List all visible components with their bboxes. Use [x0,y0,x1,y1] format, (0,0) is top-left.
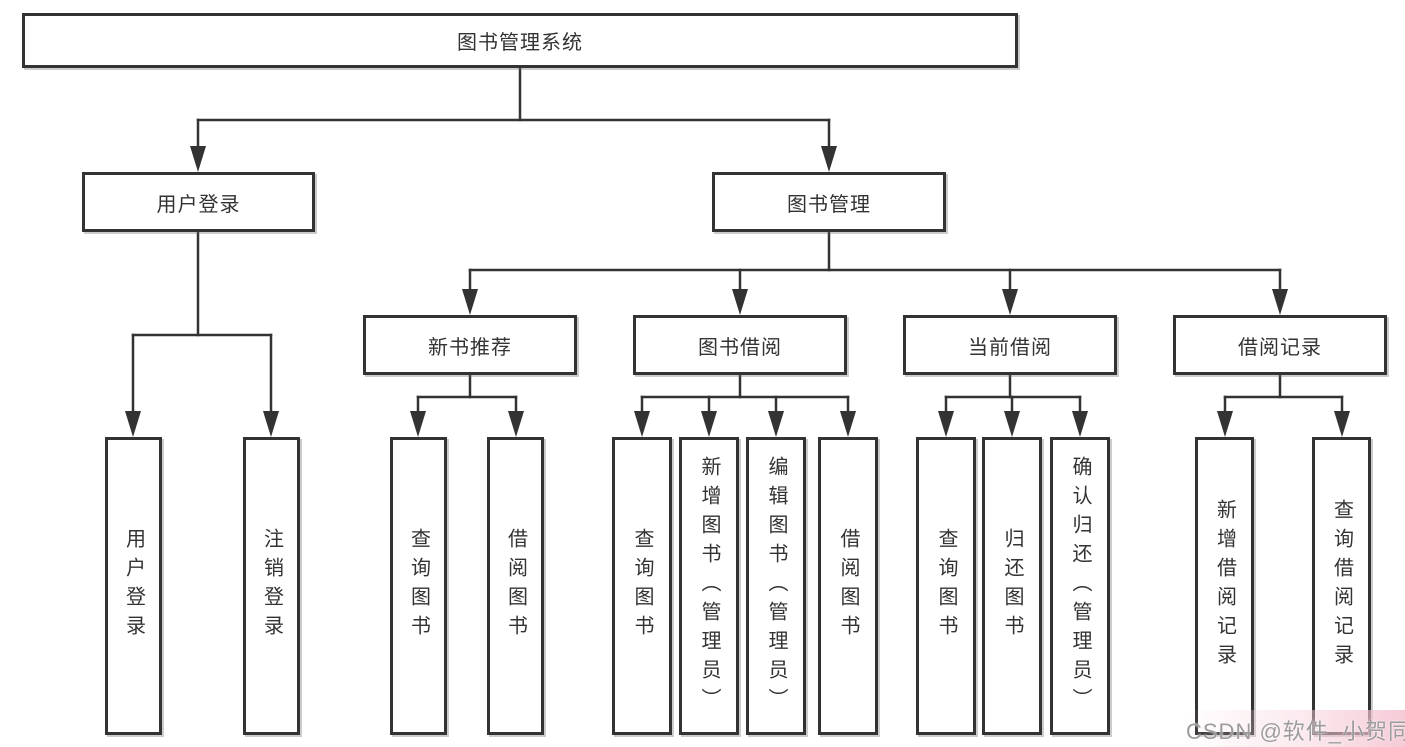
node-borrowing-records: 借阅记录 [1173,315,1387,375]
leaf-borrow-books: 借阅图书 [487,437,544,735]
leaf-add-borrow-record: 新增借阅记录 [1195,437,1254,735]
edges-borrow-record-to-leaves [1217,373,1350,437]
leaf-return-books: 归还图书 [982,437,1042,735]
arrowhead [732,289,748,315]
edges-book-borrow-to-leaves [634,373,856,437]
arrowhead [821,146,837,172]
arrowhead [508,411,524,437]
node-user-login: 用户登录 [82,172,315,232]
edges-root-to-level2 [190,66,837,172]
arrowhead [1002,289,1018,315]
arrowhead [190,146,206,172]
edges-new-book-to-leaves [410,373,524,437]
leaf-user-login: 用户登录 [105,437,162,735]
arrowhead [840,411,856,437]
leaf-borrow-books-2: 借阅图书 [818,437,878,735]
node-book-borrowing: 图书借阅 [633,315,847,375]
arrowhead [701,411,717,437]
leaf-query-books-2: 查询图书 [612,437,672,735]
arrowhead [462,289,478,315]
edges-user-login-to-leaves [125,230,279,437]
node-root-system: 图书管理系统 [22,13,1018,68]
leaf-edit-book-admin: 编辑图书（管理员） [746,437,806,735]
arrowhead [1334,411,1350,437]
arrowhead [263,411,279,437]
arrowhead [1004,411,1020,437]
arrowhead [768,411,784,437]
arrowhead [1072,411,1088,437]
node-book-management: 图书管理 [712,172,946,232]
node-current-borrowing: 当前借阅 [903,315,1117,375]
leaf-logout: 注销登录 [243,437,300,735]
edges-current-borrow-to-leaves [938,373,1088,437]
arrowhead [1217,411,1233,437]
leaf-query-borrow-record: 查询借阅记录 [1312,437,1371,735]
arrowhead [634,411,650,437]
node-new-book-recommend: 新书推荐 [363,315,577,375]
arrowhead [1272,289,1288,315]
leaf-query-books: 查询图书 [390,437,447,735]
leaf-add-book-admin: 新增图书（管理员） [679,437,739,735]
leaf-confirm-return-admin: 确认归还（管理员） [1050,437,1110,735]
csdn-watermark: CSDN @软件_小贺同学 [1186,719,1405,744]
arrowhead [938,411,954,437]
arrowhead [410,411,426,437]
edges-book-mgmt-to-level3 [462,230,1288,315]
arrowhead [125,411,141,437]
leaf-query-books-3: 查询图书 [916,437,976,735]
